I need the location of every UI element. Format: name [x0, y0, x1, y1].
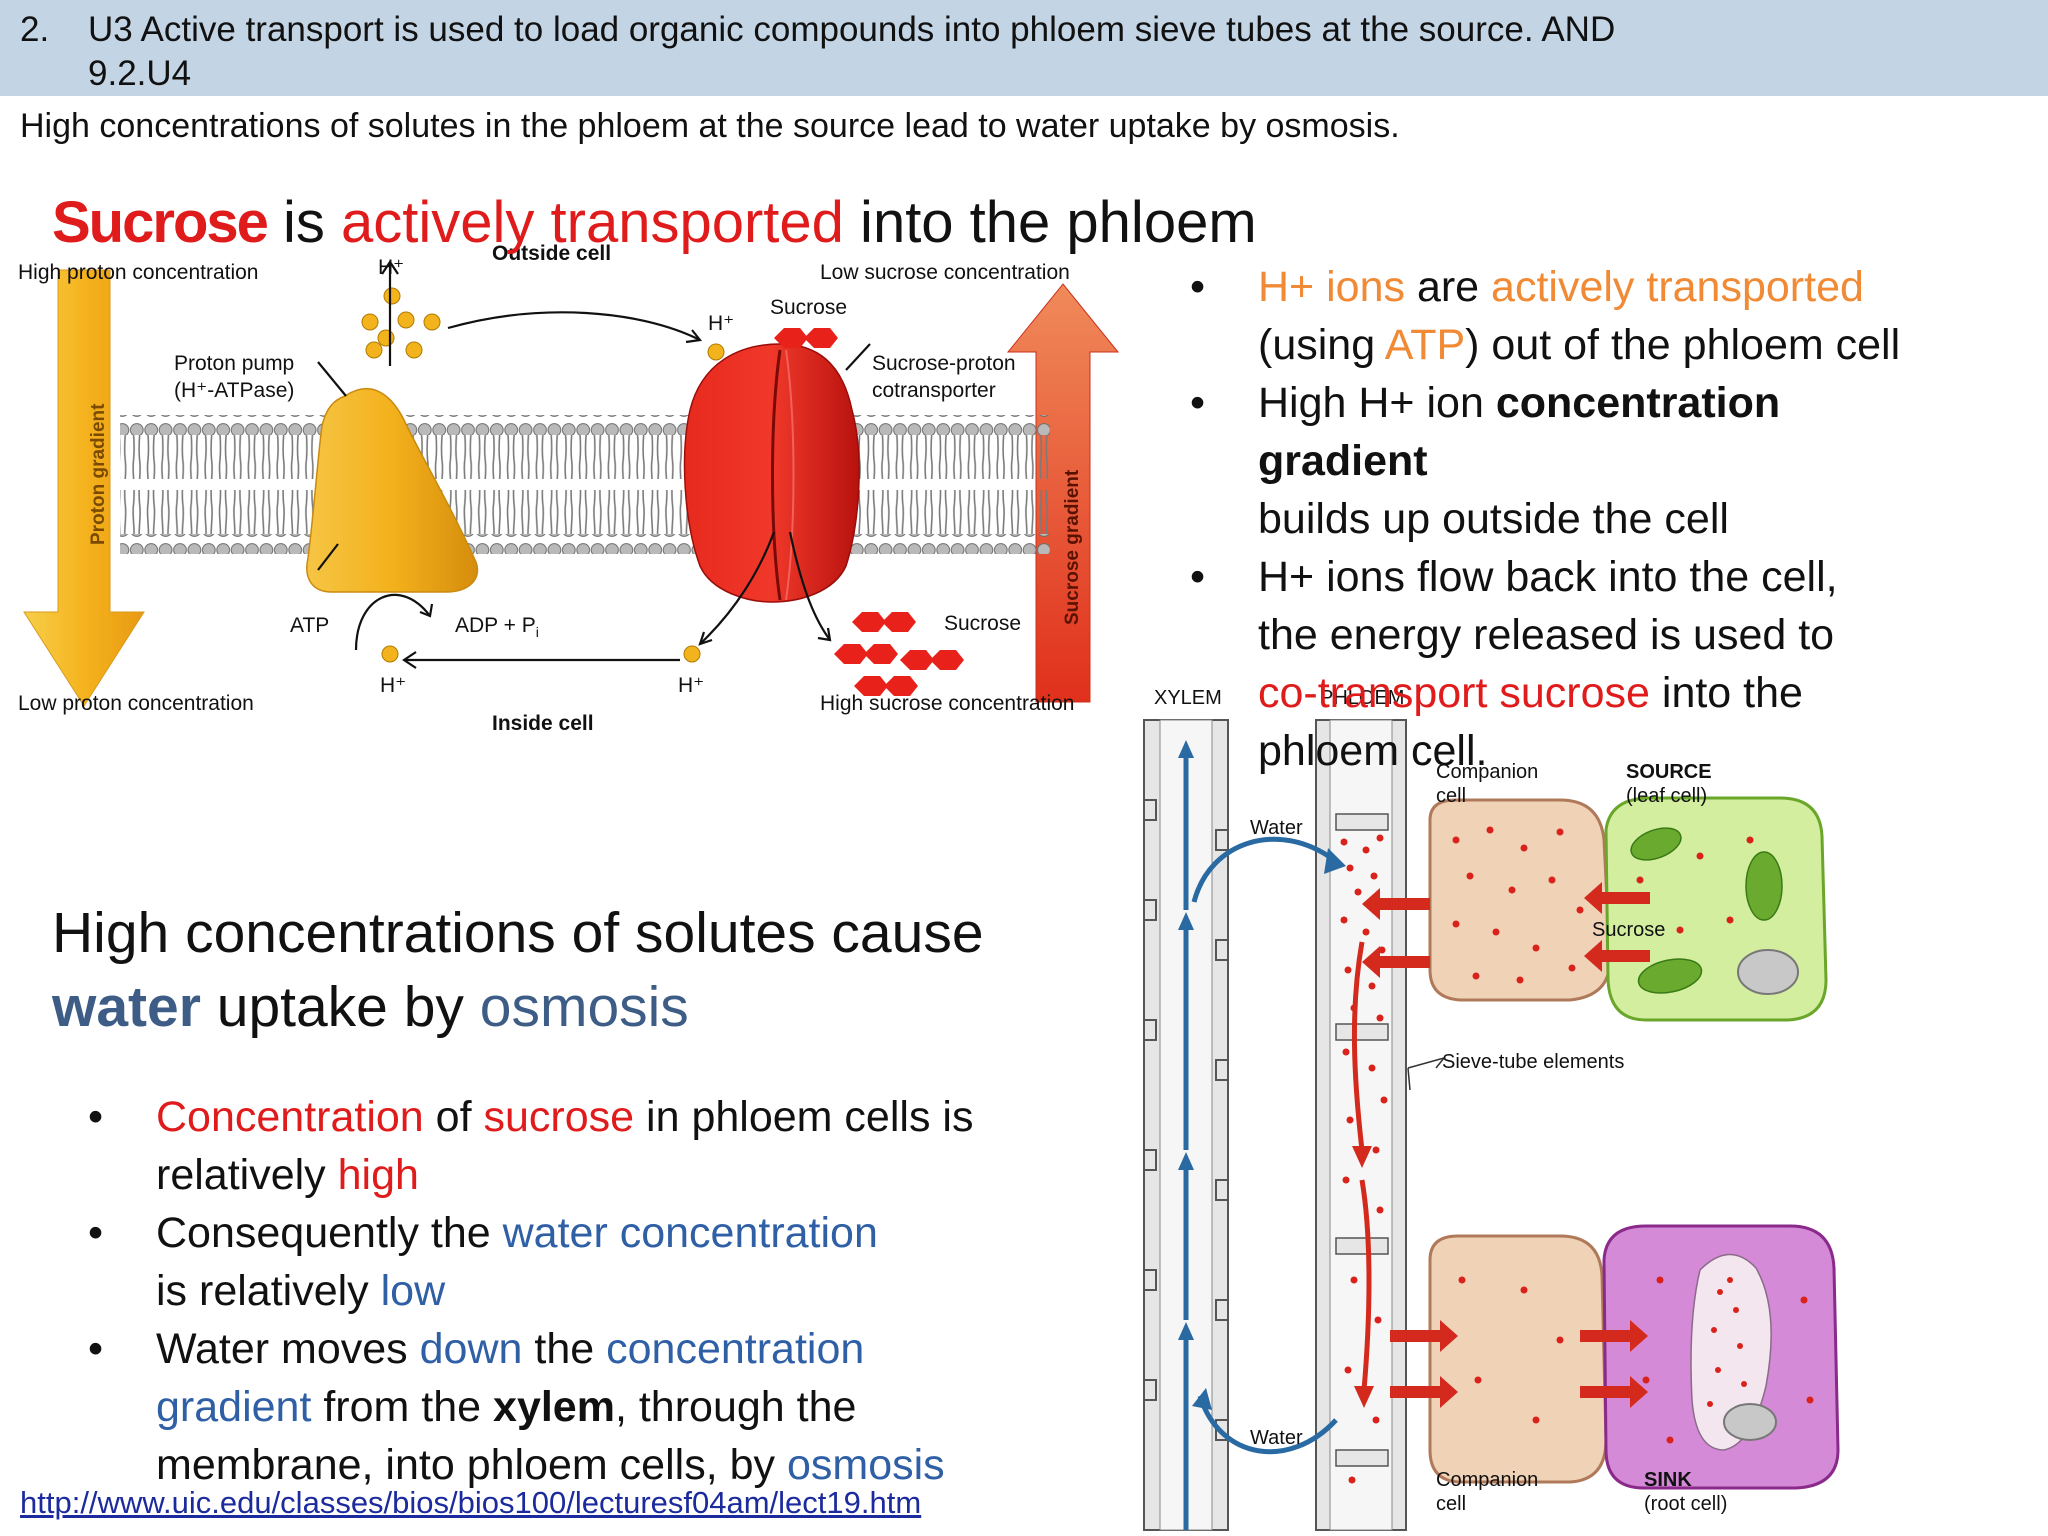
companion-bottom-label-1: Companion: [1436, 1469, 1538, 1491]
water-arrows: [1191, 836, 1338, 1455]
left-bullet-2: • Consequently the water concentration i…: [88, 1204, 1088, 1320]
low-sucrose-label: Low sucrose concentration: [820, 261, 1070, 284]
bullet-dot: •: [1190, 263, 1206, 311]
phloem-label: PHLOEM: [1320, 687, 1404, 709]
headline-is: is: [266, 190, 342, 255]
headline: Sucrose is actively transported into the…: [52, 188, 1257, 258]
adp-label: ADP + Pi: [455, 614, 539, 640]
sink-nucleus: [1723, 1403, 1777, 1441]
atp-label: ATP: [290, 614, 329, 637]
proton-ions-inside: [381, 645, 701, 663]
companion-cell-source: [1428, 798, 1612, 1002]
companion-bottom-label-2: cell: [1436, 1493, 1466, 1515]
companion-top-label-2: cell: [1436, 785, 1466, 807]
sucrose-gradient-arrow: [1006, 283, 1120, 703]
banner-line-1: U3 Active transport is used to load orga…: [88, 10, 1616, 49]
source-sub-label: (leaf cell): [1626, 785, 1707, 807]
proton-ions-outside: [361, 287, 725, 361]
h-plus-cotransport-label: H⁺: [708, 312, 734, 335]
cotransporter-label-2: cotransporter: [872, 379, 996, 402]
left-bullet-list: • Concentration of sucrose in phloem cel…: [88, 1088, 1088, 1494]
sucrose-top-label: Sucrose: [770, 296, 847, 319]
companion-top-label-1: Companion: [1436, 761, 1538, 783]
title-banner: [0, 0, 2048, 96]
left-bullet-1: • Concentration of sucrose in phloem cel…: [88, 1088, 1088, 1204]
water-bottom-label: Water: [1250, 1427, 1303, 1449]
sucrose-molecules-outside: [774, 328, 838, 348]
h-plus-top-label: H⁺: [378, 256, 404, 279]
water-top-label: Water: [1250, 817, 1303, 839]
transport-arrows: [317, 260, 871, 669]
cotransporter-label-1: Sucrose-proton: [872, 352, 1016, 375]
proton-pump: [306, 387, 479, 593]
high-proton-label: High proton concentration: [18, 261, 259, 284]
banner-line-2: 9.2.U4: [88, 54, 192, 93]
source-leaf-cell: [1604, 796, 1828, 1022]
inside-cell-label: Inside cell: [492, 712, 594, 735]
sucrose-flow-arrows: [1362, 882, 1650, 1408]
sucrose-source-label: Sucrose: [1592, 919, 1665, 941]
bullet-dot: •: [88, 1093, 104, 1141]
lipid-bilayer: [120, 415, 1050, 554]
banner-title: 2. U3 Active transport is used to load or…: [20, 8, 1880, 96]
headline-into-phloem: into the phloem: [843, 190, 1257, 255]
bullet-dot: •: [1190, 553, 1206, 601]
outside-cell-label: Outside cell: [492, 242, 611, 265]
headline-sucrose: Sucrose: [52, 190, 269, 255]
membrane-transport-diagram: Proton gradient Sucrose gradient: [18, 242, 1120, 735]
high-sucrose-label: High sucrose concentration: [820, 692, 1074, 715]
osmosis-heading: High concentrations of solutes cause wat…: [52, 901, 984, 1039]
proton-pump-label-1: Proton pump: [174, 352, 294, 375]
sink-sub-label: (root cell): [1644, 1493, 1727, 1515]
source-link[interactable]: http://www.uic.edu/classes/bios/bios100/…: [20, 1485, 922, 1520]
xylem-vessel: [1143, 719, 1229, 1531]
headline-actively-transported: actively transported: [341, 190, 844, 255]
bullet-dot: •: [1190, 379, 1206, 427]
proton-gradient-arrow: [23, 269, 145, 707]
phloem-flow-arrows: [1351, 941, 1372, 1391]
left-bullet-3: • Water moves down the concentration gra…: [88, 1320, 1088, 1494]
right-bullet-1: • H+ ions are actively transported (usin…: [1190, 258, 2030, 374]
right-bullet-list: • H+ ions are actively transported (usin…: [1190, 258, 2030, 780]
banner-number: 2.: [20, 10, 50, 49]
sieve-tube-label: Sieve-tube elements: [1442, 1051, 1624, 1073]
bullet-dot: •: [88, 1209, 104, 1257]
low-proton-label: Low proton concentration: [18, 692, 254, 715]
source-nucleus: [1737, 949, 1799, 995]
bullet-dot: •: [88, 1325, 104, 1373]
xylem-phloem-diagram: XYLEM PHLOEM Water Companion cell SOURCE…: [1143, 687, 1840, 1531]
chloroplasts: [1630, 827, 1783, 994]
sucrose-gradient-label: Sucrose gradient: [1062, 469, 1083, 625]
sucrose-bottom-label: Sucrose: [944, 612, 1021, 635]
right-bullet-3: • H+ ions flow back into the cell, the e…: [1190, 548, 2030, 780]
h-plus-inside-left-label: H⁺: [380, 674, 406, 697]
proton-pump-label-2: (H⁺-ATPase): [174, 379, 294, 402]
companion-cell-sink: [1428, 1234, 1608, 1484]
xylem-label: XYLEM: [1154, 687, 1222, 709]
proton-gradient-label: Proton gradient: [88, 403, 109, 545]
sucrose-molecules-inside: [834, 612, 964, 696]
h-plus-inside-right-label: H⁺: [678, 674, 704, 697]
slide-subtitle: High concentrations of solutes in the ph…: [20, 107, 1400, 145]
right-bullet-2: • High H+ ion concentration gradient bui…: [1190, 374, 2030, 548]
source-label: SOURCE: [1626, 761, 1712, 783]
sink-label: SINK: [1644, 1469, 1692, 1491]
